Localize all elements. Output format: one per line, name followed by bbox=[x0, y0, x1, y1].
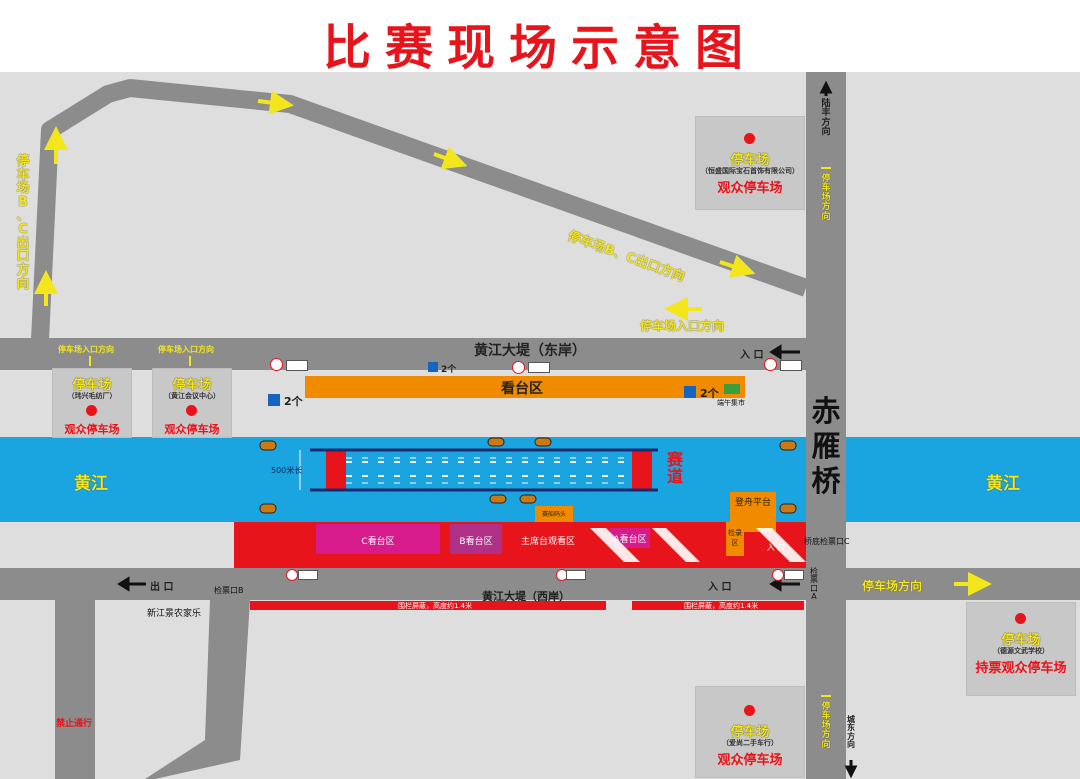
river-name-left: 黄江 bbox=[74, 474, 108, 494]
lufeng-dir-label: 陆 丰 方 向 bbox=[821, 99, 831, 138]
fence-2 bbox=[632, 601, 804, 610]
lot-marker-icon bbox=[86, 405, 97, 416]
ambulance-icon bbox=[784, 570, 804, 580]
lot-marker-icon bbox=[744, 705, 755, 716]
lot-bottom[interactable]: 停车场 （爱尚二手车行） 观众停车场 bbox=[695, 686, 805, 778]
lot-left-1[interactable]: 停车场 （玮兴毛纺厂） 观众停车场 bbox=[52, 368, 132, 438]
course-label: 赛 道 bbox=[666, 450, 683, 486]
lot-marker-icon bbox=[186, 405, 197, 416]
medical-icon bbox=[764, 358, 777, 371]
entry-top-label: 入 口 bbox=[740, 350, 764, 361]
west-levee-label: 黄江大堤（西岸） bbox=[482, 590, 570, 603]
wc-icon-1 bbox=[428, 362, 438, 372]
wc-count-3: 2个 bbox=[700, 387, 719, 400]
medical-icon bbox=[772, 569, 784, 581]
river-name-right: 黄江 bbox=[986, 474, 1020, 494]
medical-icon bbox=[286, 569, 298, 581]
left-lower-road bbox=[55, 600, 95, 779]
medical-icon bbox=[270, 358, 283, 371]
east-levee-road bbox=[0, 338, 806, 370]
chengdong-dir-label: 城 东 方 向 bbox=[847, 715, 855, 750]
market-icon bbox=[724, 384, 740, 394]
lot-marker-icon bbox=[1015, 613, 1026, 624]
boarding-label: 登舟平台 bbox=[734, 498, 771, 508]
checkin-label: 检录区 bbox=[728, 529, 742, 547]
checkpoint-c: 桥底检票口C bbox=[804, 537, 850, 546]
page-title: 比赛现场示意图 bbox=[322, 20, 757, 76]
zone-b-label: B看台区 bbox=[459, 537, 493, 547]
exit-bottom-label: 出 口 bbox=[150, 582, 174, 593]
wc-icon-2 bbox=[268, 394, 280, 406]
small-yellow-arrows bbox=[89, 167, 831, 697]
farmhouse-label: 新江景农家乐 bbox=[147, 609, 202, 619]
market-label: 端午集市 bbox=[717, 399, 745, 407]
course-length: 500米长 bbox=[271, 466, 303, 475]
fence-1 bbox=[250, 601, 606, 610]
entry-bottom-label: 入 口 bbox=[708, 582, 732, 593]
ramp-1 bbox=[590, 528, 640, 562]
lot-left-2-entry: 停车场入口方向 bbox=[158, 345, 214, 354]
bridge-name: 赤 雁 桥 bbox=[811, 394, 841, 498]
no-pass-label: 禁止通行 bbox=[56, 719, 93, 729]
black-arrows bbox=[117, 80, 858, 779]
checkin-box bbox=[726, 522, 744, 556]
fence-2-label: 围栏屏蔽，高度约1.4米 bbox=[684, 602, 759, 610]
ambulance-icon bbox=[286, 360, 308, 371]
fence-1-label: 围栏屏蔽，高度约1.4米 bbox=[398, 602, 473, 610]
ramp-3 bbox=[756, 528, 806, 562]
zone-b bbox=[450, 524, 502, 554]
checkpoint-a: 检 票 口 A bbox=[810, 567, 818, 602]
medical-icon bbox=[512, 361, 525, 374]
lot-top-right[interactable]: 停车场 （恒盛国际宝石首饰有限公司） 观众停车场 bbox=[695, 116, 805, 210]
ambulance-icon bbox=[566, 570, 586, 580]
boat-icons bbox=[259, 437, 797, 514]
lot-right[interactable]: 停车场 （德源文武学校） 持票观众停车场 bbox=[966, 602, 1076, 696]
lot-entry-dir-label: 停车场入口方向 bbox=[640, 319, 725, 333]
checkpoint-b: 检票口B bbox=[214, 586, 244, 595]
stands-area bbox=[305, 376, 745, 398]
ambulance-icon bbox=[298, 570, 318, 580]
race-course bbox=[299, 448, 658, 492]
east-levee-label: 黄江大堤（东岸） bbox=[474, 343, 586, 359]
stands-label: 看台区 bbox=[501, 381, 543, 397]
zone-main-label: 主席台观看区 bbox=[520, 537, 575, 547]
dock-label: 赛船码头 bbox=[541, 511, 566, 518]
wc-icon-3 bbox=[684, 386, 696, 398]
lot-left-2[interactable]: 停车场 （黄江会议中心） 观众停车场 bbox=[152, 368, 232, 438]
curved-road bbox=[145, 600, 250, 779]
wc-count-2: 2个 bbox=[284, 395, 303, 408]
venue-entry-label: 入 口 bbox=[766, 543, 786, 552]
west-levee-road bbox=[0, 568, 1080, 600]
ambulance-icon bbox=[780, 360, 802, 371]
to-parking-right-label: 停车场方向 bbox=[862, 579, 923, 593]
lot-left-1-entry: 停车场入口方向 bbox=[58, 345, 114, 354]
lot-bc-exit-road bbox=[31, 79, 810, 341]
zone-c bbox=[316, 524, 440, 554]
wc-count-1: 2个 bbox=[441, 365, 457, 375]
ambulance-icon bbox=[528, 362, 550, 373]
zone-c-label: C看台区 bbox=[361, 537, 395, 547]
lot-marker-icon bbox=[744, 133, 755, 144]
zone-a-label: A看台区 bbox=[613, 535, 647, 545]
dock-box bbox=[535, 506, 573, 522]
ramp-2 bbox=[652, 528, 700, 562]
direction-arrows bbox=[34, 90, 992, 596]
parking-dir-top-label: 停 车 场 方 向 bbox=[821, 174, 831, 222]
parking-dir-bottom-label: 停 车 场 方 向 bbox=[821, 702, 831, 750]
bridge-road bbox=[806, 72, 846, 779]
left-vertical-label: 停 车 场 B 、 C 出 口 方 向 bbox=[16, 154, 30, 292]
